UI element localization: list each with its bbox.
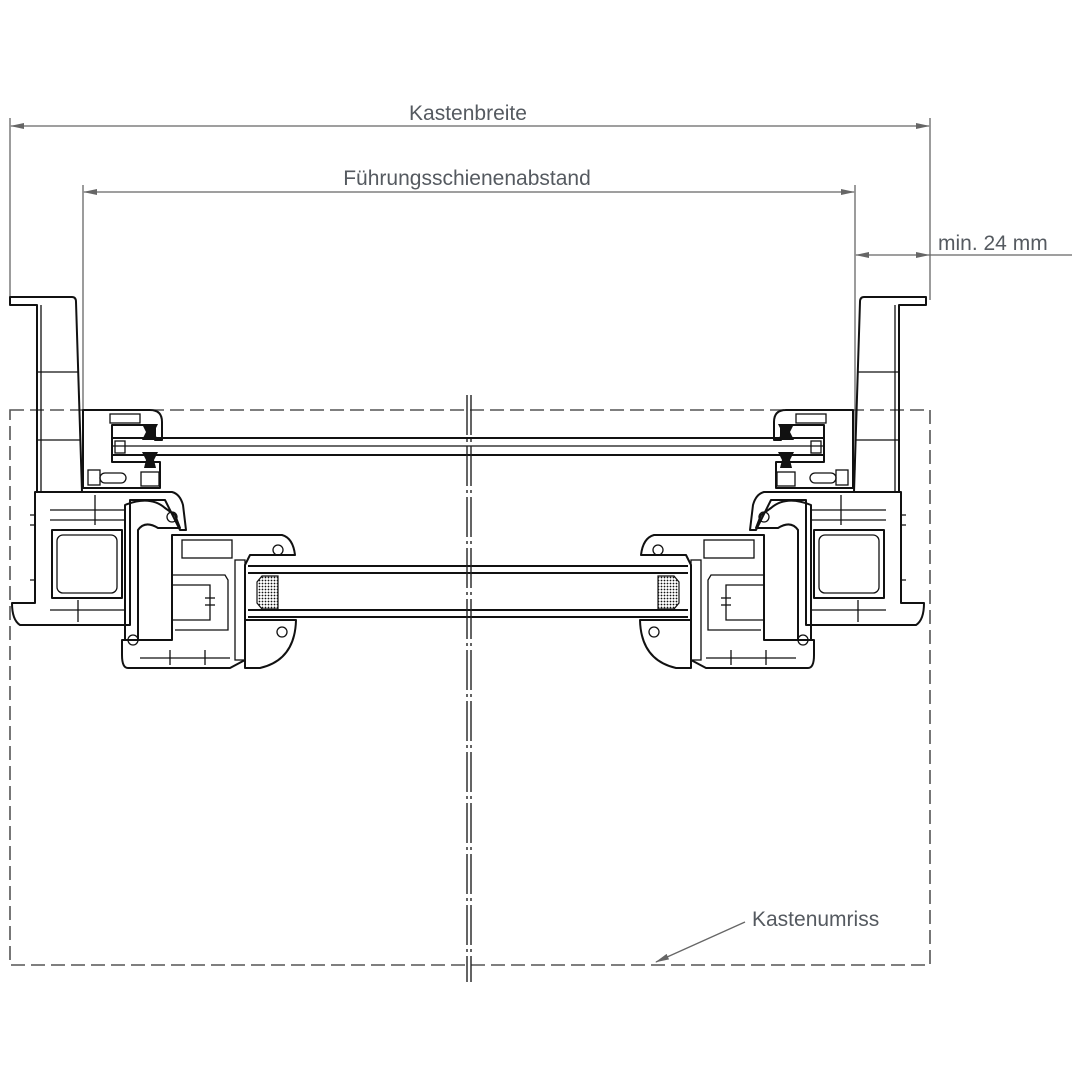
- guide-rail-distance-dimension: Führungsschienenabstand: [82, 167, 856, 470]
- min-offset-dimension: min. 24 mm: [855, 232, 1072, 258]
- box-width-dimension: Kastenbreite: [9, 102, 931, 300]
- centerline: [466, 395, 472, 982]
- box-outline-callout: Kastenumriss: [655, 908, 879, 963]
- guide-rail-distance-label: Führungsschienenabstand: [343, 167, 591, 190]
- box-outline-label: Kastenumriss: [752, 908, 879, 931]
- min-offset-label: min. 24 mm: [938, 232, 1048, 255]
- right-profile-section: [467, 296, 927, 669]
- left-profile-section: [9, 296, 469, 669]
- box-width-label: Kastenbreite: [409, 102, 527, 125]
- box-outline: [9, 409, 931, 966]
